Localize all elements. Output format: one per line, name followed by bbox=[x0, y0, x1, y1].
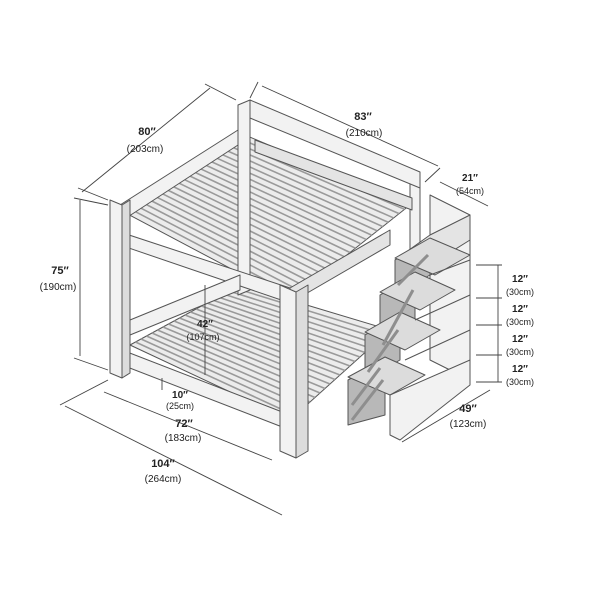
front-right-post-side bbox=[295, 284, 309, 459]
slat bbox=[227, 144, 394, 219]
step-2-metric: (30cm) bbox=[506, 317, 534, 327]
front-left-post-side bbox=[121, 199, 131, 379]
slat bbox=[234, 287, 386, 336]
slat bbox=[135, 341, 296, 417]
slat bbox=[201, 305, 356, 363]
front-right-post bbox=[279, 284, 297, 459]
slat bbox=[182, 171, 351, 254]
step-1-metric: (30cm) bbox=[506, 287, 534, 297]
step-depth-metric: (54cm) bbox=[456, 186, 484, 196]
tread-2 bbox=[364, 311, 441, 351]
slat bbox=[184, 314, 341, 376]
floor-gap-imperial: 10″ bbox=[172, 390, 188, 401]
back-left-post bbox=[237, 99, 251, 296]
inner-length-metric: (183cm) bbox=[165, 433, 202, 444]
height-imperial: 75″ bbox=[51, 265, 69, 277]
tread-4 bbox=[394, 237, 471, 276]
total-length-imperial: 104″ bbox=[151, 458, 175, 470]
stair-edge-2 bbox=[414, 294, 471, 321]
stair-width-metric: (123cm) bbox=[450, 419, 487, 430]
slat bbox=[148, 192, 318, 280]
inner-length-imperial: 72″ bbox=[175, 418, 193, 430]
slat bbox=[176, 175, 345, 258]
step-3-metric: (30cm) bbox=[506, 347, 534, 357]
clearance-metric: (107cm) bbox=[186, 332, 219, 342]
slat bbox=[204, 158, 373, 236]
bunk-bed-illustration bbox=[109, 99, 471, 459]
step-4-metric: (30cm) bbox=[506, 377, 534, 387]
length-imperial: 83″ bbox=[354, 111, 372, 123]
step-depth-imperial: 21″ bbox=[462, 173, 478, 184]
total-length-metric: (264cm) bbox=[145, 474, 182, 485]
slat bbox=[190, 311, 346, 372]
stair-width-imperial: 49″ bbox=[459, 403, 477, 415]
step-2-imperial: 12″ bbox=[512, 304, 528, 315]
drawer-stripes bbox=[350, 253, 430, 421]
upper-back-guard bbox=[254, 139, 413, 211]
slat bbox=[193, 164, 362, 245]
stair-edge-3 bbox=[404, 329, 471, 361]
slat bbox=[140, 338, 301, 412]
slat bbox=[170, 178, 340, 262]
front-left-post bbox=[109, 199, 123, 379]
stair-edge-1 bbox=[429, 259, 471, 276]
stair-right-side bbox=[389, 359, 471, 441]
slat bbox=[187, 168, 356, 249]
dimension-lines bbox=[59, 81, 502, 516]
step-4-imperial: 12″ bbox=[512, 364, 528, 375]
depth-metric: (203cm) bbox=[127, 144, 164, 155]
length-metric: (210cm) bbox=[346, 128, 383, 139]
height-metric: (190cm) bbox=[40, 282, 77, 293]
dimension-labels: 80″ (203cm) 83″ (210cm) 21″ (54cm) 75″ (… bbox=[40, 111, 534, 485]
floor-gap-metric: (25cm) bbox=[166, 401, 194, 411]
clearance-imperial: 42″ bbox=[197, 319, 213, 330]
slat bbox=[195, 308, 351, 367]
slat bbox=[136, 199, 307, 288]
slat bbox=[130, 202, 302, 293]
slat bbox=[142, 195, 313, 284]
upper-back-rail bbox=[249, 99, 421, 189]
stair-unit bbox=[347, 194, 471, 441]
slat bbox=[146, 335, 306, 408]
step-1-imperial: 12″ bbox=[512, 274, 528, 285]
step-3-imperial: 12″ bbox=[512, 334, 528, 345]
depth-imperial: 80″ bbox=[138, 126, 156, 138]
slat bbox=[199, 161, 367, 241]
